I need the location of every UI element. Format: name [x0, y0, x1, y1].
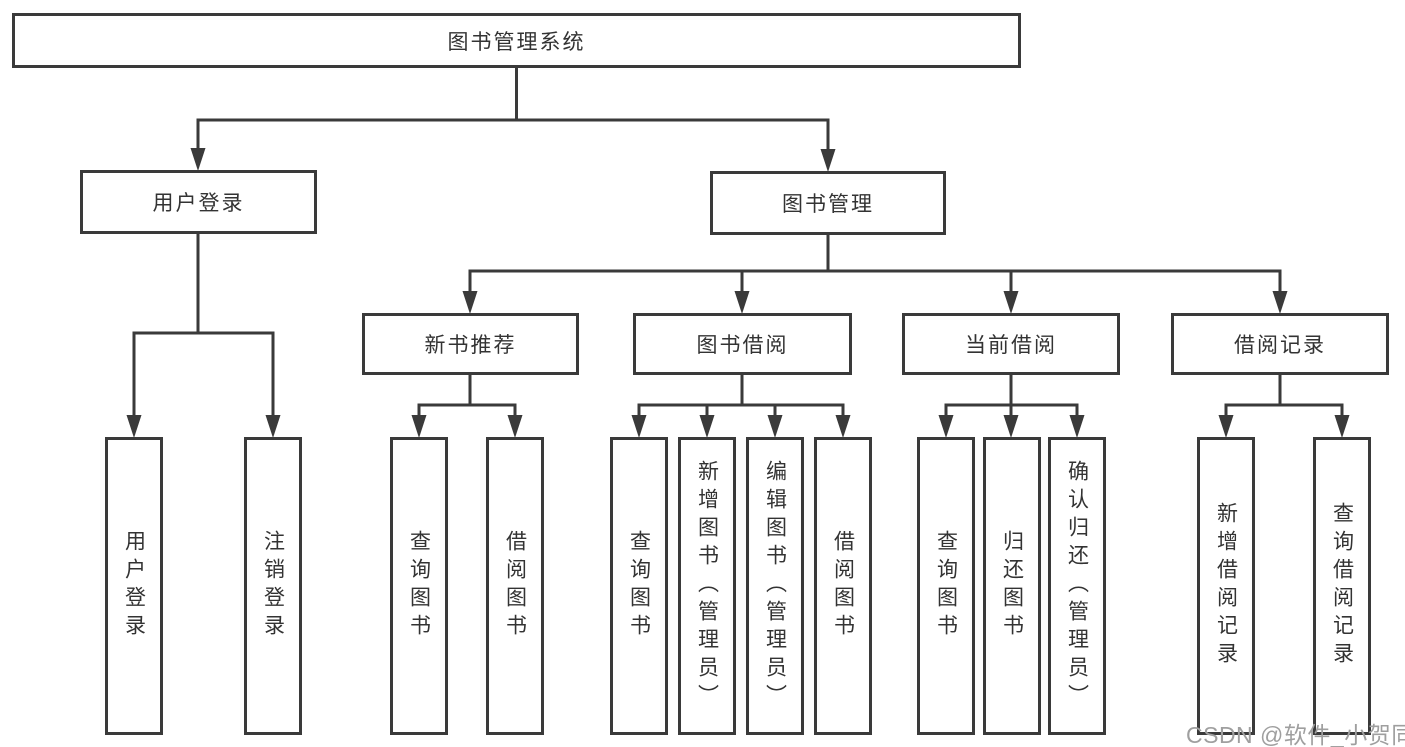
node-label: 图书借阅 — [696, 334, 789, 357]
node-label: 查询图书 — [627, 530, 651, 642]
node-new-book-recommend: 新书推荐 — [362, 313, 579, 375]
node-label: 图书管理系统 — [447, 30, 586, 54]
node-book-management: 图书管理 — [710, 171, 946, 235]
node-label: 编辑图书（管理员） — [763, 460, 787, 712]
leaf-query-books-recommend: 查询图书 — [390, 437, 448, 735]
node-label: 新增借阅记录 — [1214, 502, 1238, 670]
leaf-user-login: 用户登录 — [105, 437, 163, 735]
node-label: 归还图书 — [1000, 530, 1024, 642]
node-book-borrowing: 图书借阅 — [633, 313, 852, 375]
leaf-logout: 注销登录 — [244, 437, 302, 735]
node-label: 用户登录 — [152, 192, 245, 215]
node-label: 查询图书 — [407, 530, 431, 642]
leaf-borrow-books: 借阅图书 — [814, 437, 872, 735]
leaf-edit-book-admin: 编辑图书（管理员） — [746, 437, 804, 735]
leaf-query-books-current: 查询图书 — [917, 437, 975, 735]
node-label: 新增图书（管理员） — [695, 460, 719, 712]
node-label: 查询图书 — [934, 530, 958, 642]
node-borrowing-records: 借阅记录 — [1171, 313, 1389, 375]
leaf-add-borrow-record: 新增借阅记录 — [1197, 437, 1255, 735]
node-label: 借阅记录 — [1234, 334, 1326, 357]
node-label: 查询借阅记录 — [1330, 502, 1354, 670]
node-label: 确认归还（管理员） — [1065, 460, 1089, 712]
node-current-borrowing: 当前借阅 — [902, 313, 1120, 375]
node-label: 新书推荐 — [424, 334, 517, 357]
node-label: 用户登录 — [122, 530, 146, 642]
node-label: 注销登录 — [261, 530, 285, 642]
node-label: 借阅图书 — [503, 530, 527, 642]
node-user-login: 用户登录 — [80, 170, 317, 234]
node-label: 借阅图书 — [831, 530, 855, 642]
leaf-confirm-return-admin: 确认归还（管理员） — [1048, 437, 1106, 735]
node-library-management-system: 图书管理系统 — [12, 13, 1021, 68]
leaf-query-books-borrowing: 查询图书 — [610, 437, 668, 735]
leaf-borrow-books-recommend: 借阅图书 — [486, 437, 544, 735]
leaf-add-book-admin: 新增图书（管理员） — [678, 437, 736, 735]
leaf-query-borrow-record: 查询借阅记录 — [1313, 437, 1371, 735]
node-label: 当前借阅 — [965, 334, 1057, 357]
leaf-return-book: 归还图书 — [983, 437, 1041, 735]
csdn-watermark: CSDN @软件_小贺同学 — [1186, 722, 1405, 747]
node-label: 图书管理 — [782, 193, 874, 216]
